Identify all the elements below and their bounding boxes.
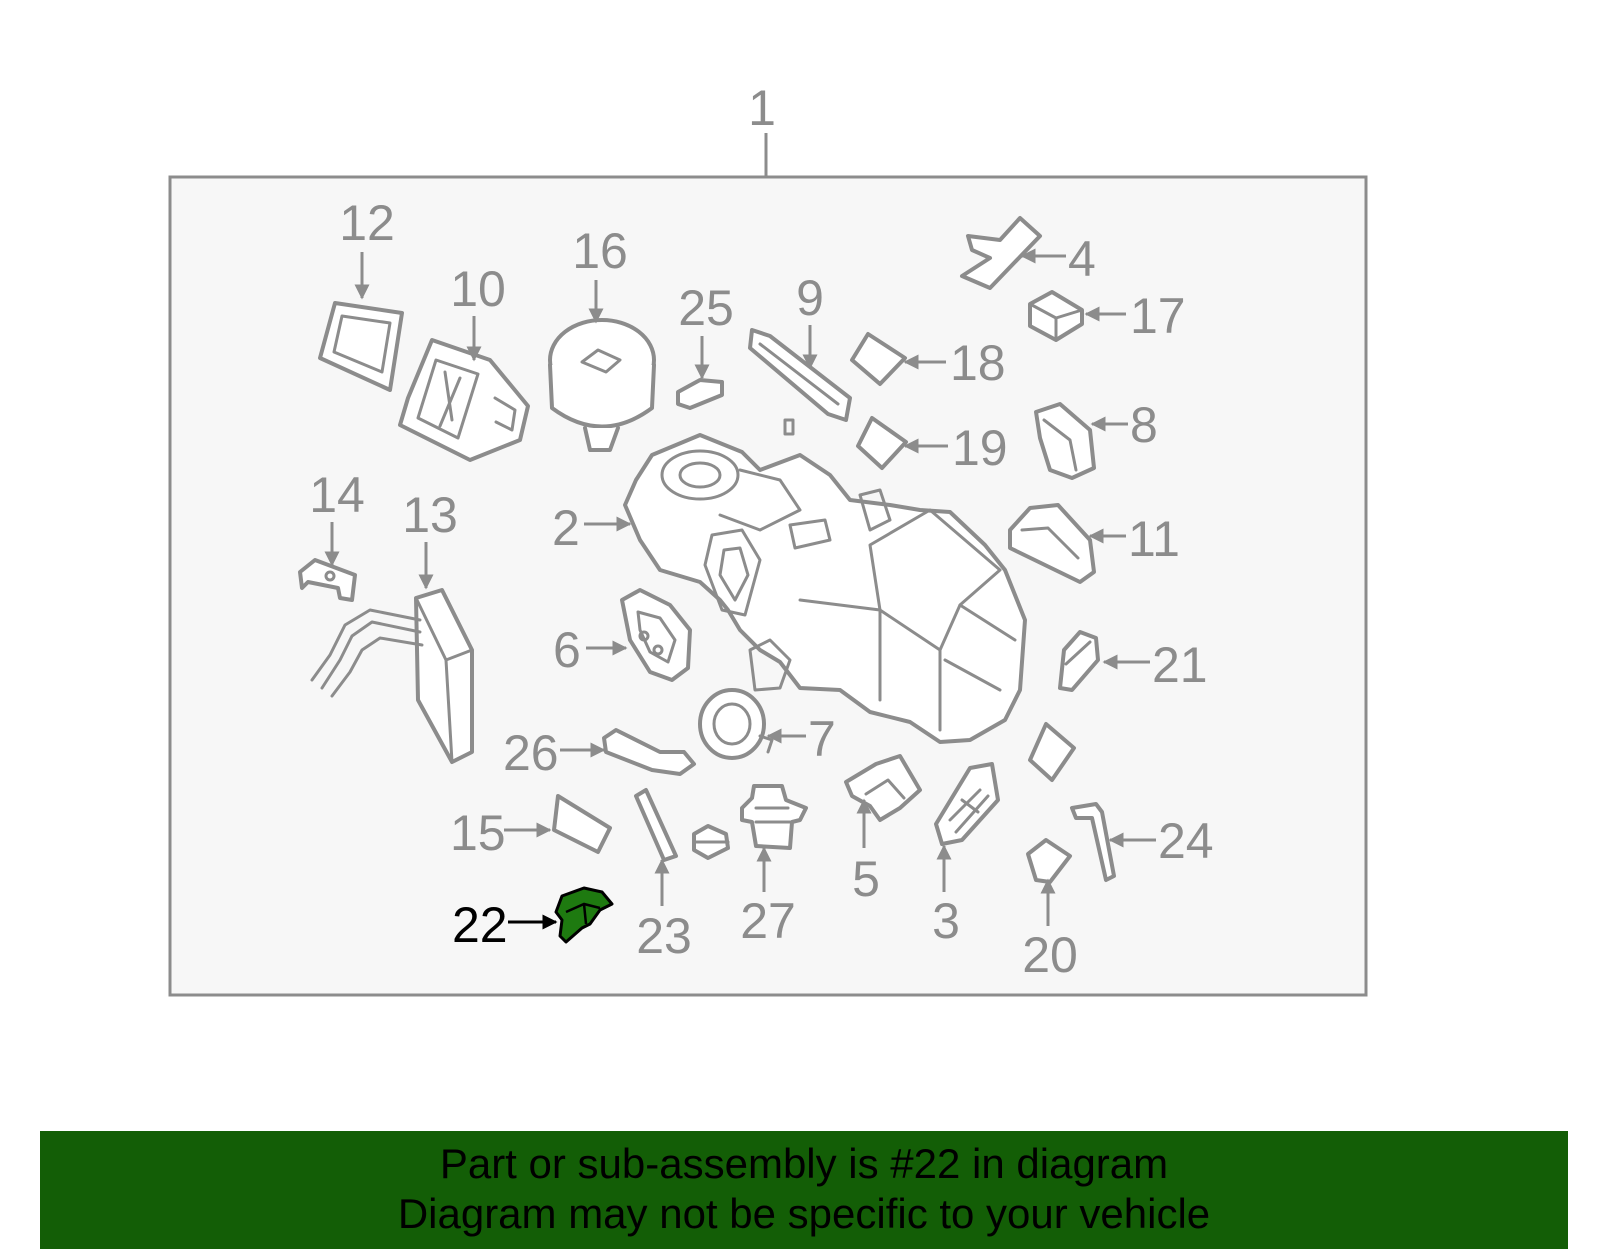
part-small-clip[interactable]	[692, 824, 730, 860]
part-19-pad[interactable]	[856, 416, 908, 470]
callout-22[interactable]: 22	[452, 897, 508, 953]
callout-27[interactable]: 27	[740, 893, 796, 949]
callout-4[interactable]: 4	[1068, 231, 1096, 287]
callout-7[interactable]: 7	[808, 711, 836, 767]
callout-2[interactable]: 2	[552, 500, 580, 556]
callout-21[interactable]: 21	[1152, 637, 1208, 693]
part-16-blower-motor[interactable]	[548, 318, 656, 452]
part-25-clip[interactable]	[676, 378, 724, 410]
callout-12[interactable]: 12	[339, 195, 395, 251]
part-13-evaporator[interactable]	[310, 588, 474, 764]
callout-18[interactable]: 18	[950, 335, 1006, 391]
part-20-pad[interactable]	[1026, 838, 1072, 884]
part-2-hvac-housing[interactable]	[623, 418, 1027, 744]
callout-13[interactable]: 13	[402, 487, 458, 543]
part-24-rod[interactable]	[1070, 802, 1116, 882]
callout-14[interactable]: 14	[309, 467, 365, 523]
part-8-actuator[interactable]	[1034, 402, 1096, 480]
part-18-pad[interactable]	[850, 332, 907, 386]
part-10-blower-case[interactable]	[398, 338, 530, 462]
callout-17[interactable]: 17	[1130, 288, 1186, 344]
callout-8[interactable]: 8	[1130, 397, 1158, 453]
callout-5[interactable]: 5	[852, 851, 880, 907]
part-12-filter[interactable]	[318, 301, 404, 392]
part-15-seal[interactable]	[552, 794, 612, 854]
callout-11[interactable]: 11	[1128, 511, 1180, 567]
callout-1: 1	[748, 80, 776, 136]
part-22-highlighted[interactable]	[554, 886, 614, 944]
callout-15[interactable]: 15	[450, 805, 506, 861]
part-4-duct[interactable]	[960, 216, 1042, 290]
banner-line-1: Part or sub-assembly is #22 in diagram	[439, 1140, 1169, 1187]
part-17-actuator[interactable]	[1028, 290, 1084, 342]
callout-9[interactable]: 9	[796, 270, 824, 326]
part-6-gasket[interactable]	[620, 588, 692, 682]
callout-6[interactable]: 6	[553, 622, 581, 678]
callout-3[interactable]: 3	[932, 893, 960, 949]
part-11-cover[interactable]	[1008, 503, 1096, 584]
callout-20[interactable]: 20	[1022, 927, 1078, 983]
part-3-door[interactable]	[934, 762, 1000, 846]
part-9-seal-strip[interactable]	[748, 328, 852, 422]
callout-26[interactable]: 26	[503, 725, 559, 781]
callout-24[interactable]: 24	[1158, 813, 1214, 869]
part-21-flap[interactable]	[1058, 630, 1100, 692]
callout-19[interactable]: 19	[952, 420, 1008, 476]
notice-banner: Part or sub-assembly is #22 in diagram D…	[40, 1131, 1568, 1249]
callout-23[interactable]: 23	[636, 908, 692, 964]
part-small-pad[interactable]	[1028, 722, 1076, 782]
callout-10[interactable]: 10	[450, 261, 506, 317]
banner-line-2: Diagram may not be specific to your vehi…	[397, 1190, 1211, 1237]
part-26-link[interactable]	[602, 728, 696, 776]
callout-16[interactable]: 16	[572, 223, 628, 279]
part-27-resistor[interactable]	[740, 784, 808, 850]
part-23-strip[interactable]	[634, 788, 678, 862]
callout-25[interactable]: 25	[678, 280, 734, 336]
